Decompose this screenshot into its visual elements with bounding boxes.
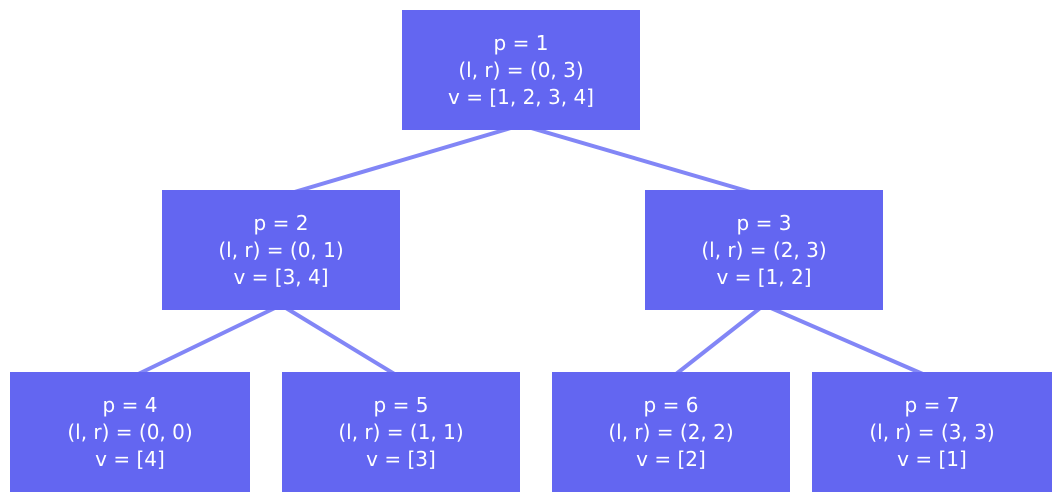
node-values-label: v = [2] [636, 446, 706, 471]
tree-edge-1-3 [519, 123, 766, 198]
tree-node-3: p = 3 (l, r) = (2, 3) v = [1, 2] [645, 190, 883, 310]
node-range-label: (l, r) = (0, 3) [458, 57, 584, 82]
node-values-label: v = [1, 2] [716, 264, 812, 289]
tree-node-5: p = 5 (l, r) = (1, 1) v = [3] [282, 372, 520, 492]
tree-edge-2-4 [128, 303, 283, 380]
node-range-label: (l, r) = (3, 3) [869, 419, 995, 444]
tree-edge-2-5 [279, 303, 403, 380]
node-p-label: p = 4 [102, 392, 158, 417]
node-range-label: (l, r) = (2, 3) [701, 237, 827, 262]
node-values-label: v = [3] [366, 446, 436, 471]
tree-edge-3-6 [669, 303, 766, 380]
tree-node-4: p = 4 (l, r) = (0, 0) v = [4] [10, 372, 250, 492]
node-values-label: v = [1, 2, 3, 4] [448, 84, 594, 109]
tree-node-1: p = 1 (l, r) = (0, 3) v = [1, 2, 3, 4] [402, 10, 640, 130]
node-range-label: (l, r) = (0, 1) [218, 237, 344, 262]
node-range-label: (l, r) = (0, 0) [67, 419, 193, 444]
tree-node-7: p = 7 (l, r) = (3, 3) v = [1] [812, 372, 1052, 492]
tree-node-2: p = 2 (l, r) = (0, 1) v = [3, 4] [162, 190, 400, 310]
node-p-label: p = 1 [493, 30, 549, 55]
node-range-label: (l, r) = (2, 2) [608, 419, 734, 444]
node-p-label: p = 3 [736, 210, 792, 235]
node-values-label: v = [4] [95, 446, 165, 471]
node-p-label: p = 5 [373, 392, 429, 417]
node-values-label: v = [1] [897, 446, 967, 471]
tree-edge-3-7 [762, 303, 934, 380]
node-range-label: (l, r) = (1, 1) [338, 419, 464, 444]
tree-node-6: p = 6 (l, r) = (2, 2) v = [2] [552, 372, 790, 492]
tree-edge-1-2 [279, 123, 523, 198]
node-p-label: p = 6 [643, 392, 699, 417]
node-p-label: p = 7 [904, 392, 960, 417]
node-values-label: v = [3, 4] [233, 264, 329, 289]
node-p-label: p = 2 [253, 210, 309, 235]
